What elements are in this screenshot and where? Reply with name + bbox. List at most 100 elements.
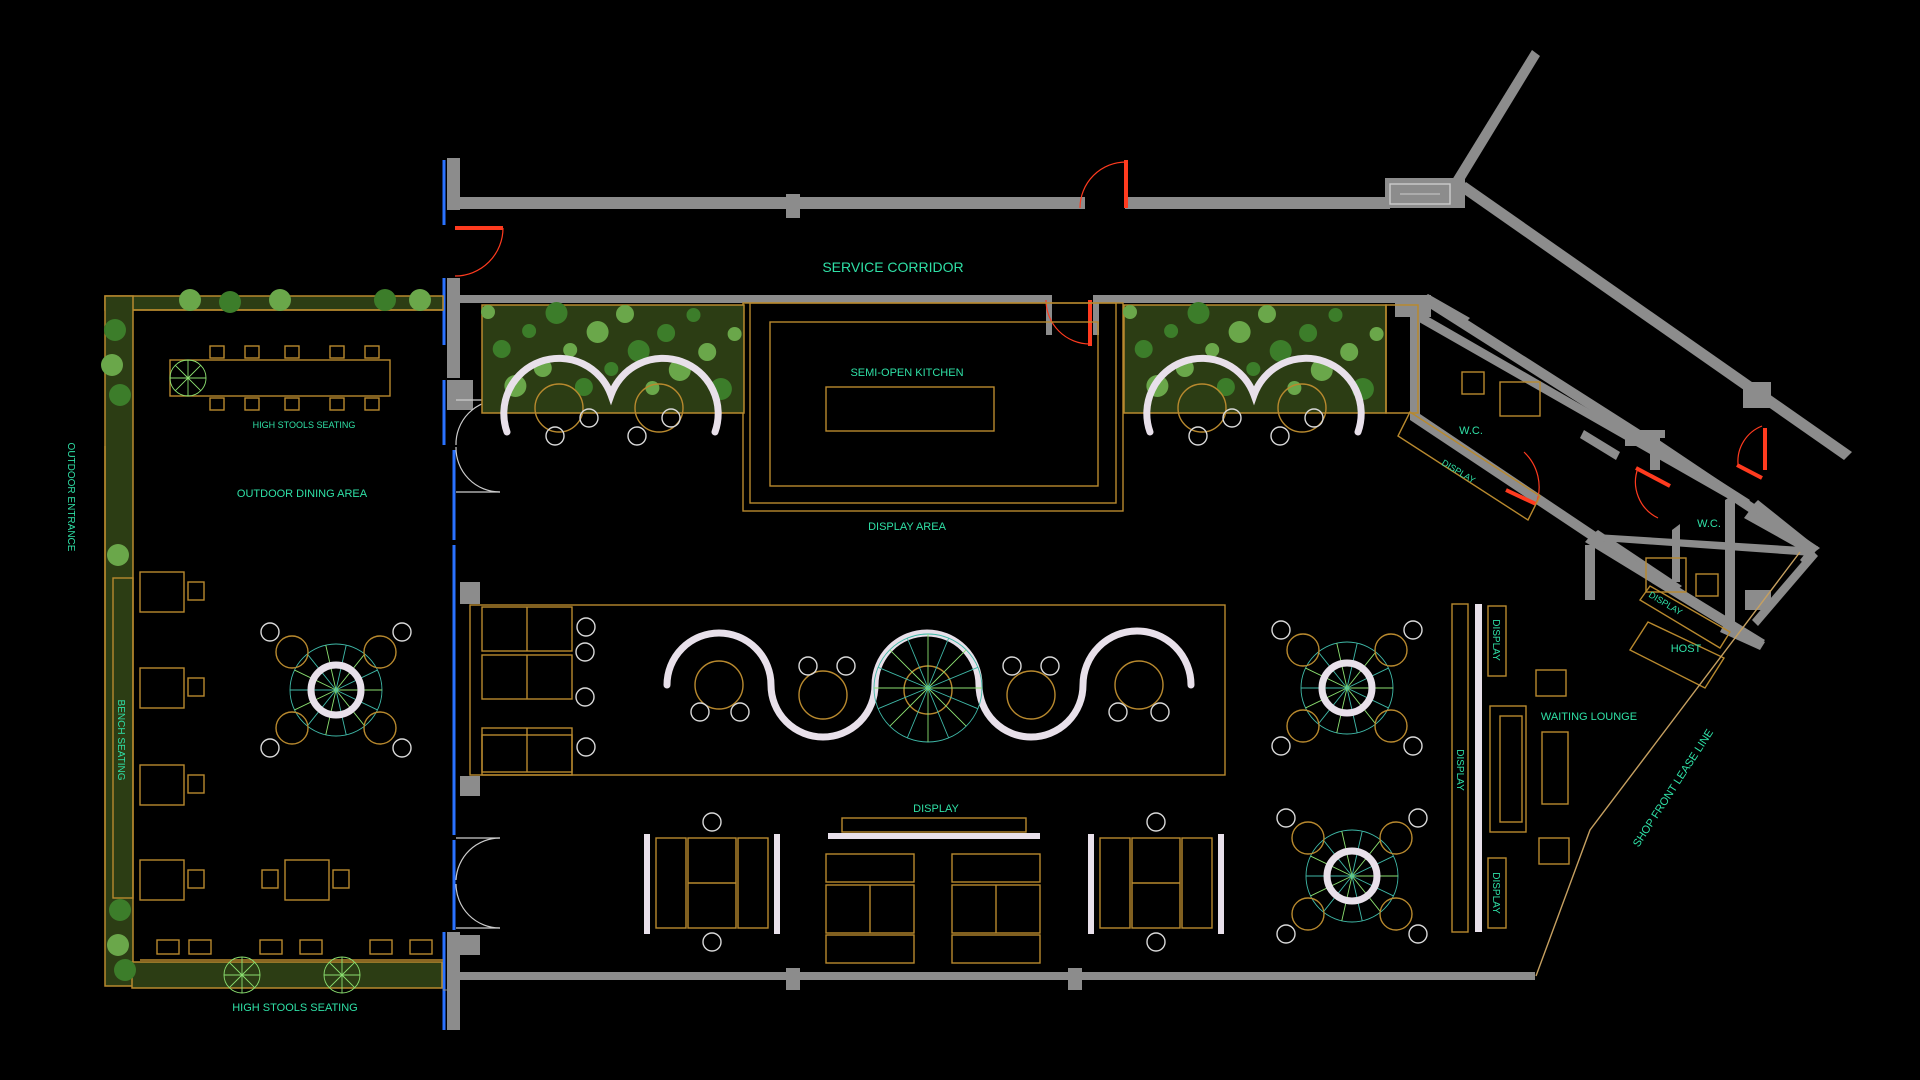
shrub (114, 959, 136, 981)
tree-branch (241, 961, 256, 976)
bench (951, 853, 1041, 883)
chair (1276, 808, 1296, 828)
chair (575, 642, 595, 662)
stool (329, 397, 345, 411)
center-wave-booth (575, 617, 1195, 757)
shrub (1258, 305, 1276, 323)
chair (702, 932, 722, 952)
chair (363, 711, 397, 745)
shrub (1328, 308, 1343, 322)
shrub (1269, 340, 1292, 362)
doors (454, 160, 1767, 929)
label-display-area: DISPLAY AREA (868, 521, 947, 533)
chair (1002, 656, 1022, 676)
chair (545, 426, 565, 446)
chair (1286, 709, 1320, 743)
label-shop-front: SHOP FRONT LEASE LINE (1631, 727, 1716, 849)
bench-table (139, 571, 185, 613)
label-wc-right: W.C. (1697, 518, 1721, 530)
chair (260, 622, 280, 642)
shrub (409, 289, 431, 311)
shrub (109, 899, 131, 921)
chair (1403, 620, 1423, 640)
shrub (563, 343, 578, 357)
chair (1374, 633, 1408, 667)
stool (188, 939, 212, 955)
shrub (1228, 321, 1251, 343)
label-display-v1: DISPLAY (1490, 619, 1501, 661)
shrub (698, 343, 717, 361)
chair (1271, 736, 1291, 756)
tree-branch (174, 377, 189, 392)
curved-booth (500, 354, 722, 436)
shrub (586, 321, 609, 343)
tree-branch (228, 974, 243, 989)
shrub (545, 302, 568, 324)
stool (299, 939, 323, 955)
chair (275, 711, 309, 745)
shrub (1134, 340, 1153, 358)
table (534, 383, 584, 433)
outdoor-area (104, 295, 447, 991)
chair (579, 408, 599, 428)
top-curved-booths (500, 354, 1365, 446)
shrub (1216, 378, 1235, 396)
shrub (104, 319, 126, 341)
label-display-wc: DISPLAY (1440, 458, 1477, 486)
shrub (1246, 362, 1261, 376)
center-dining-zone (469, 604, 1226, 776)
chair (1379, 897, 1413, 931)
stool (244, 397, 260, 411)
ring-seat (1318, 659, 1376, 717)
chair (1271, 620, 1291, 640)
tree-branch (187, 364, 202, 379)
chair (661, 408, 681, 428)
bench-chair (187, 869, 205, 889)
chair (627, 426, 647, 446)
stool (364, 345, 380, 359)
label-bench-seating: BENCH SEATING (115, 700, 126, 781)
display-panels (828, 603, 1507, 933)
bench-chair (261, 869, 279, 889)
shrub (1187, 302, 1210, 324)
booth-back (1088, 834, 1094, 934)
shrub (616, 305, 634, 323)
label-waiting-lounge: WAITING LOUNGE (1541, 711, 1637, 723)
tree-branch (341, 974, 356, 989)
chair (1276, 924, 1296, 944)
shrub (179, 289, 201, 311)
label-semi-open-kitchen: SEMI-OPEN KITCHEN (850, 367, 963, 379)
table (1177, 383, 1227, 433)
tree-branch (877, 666, 929, 689)
tree-branch (341, 961, 356, 976)
shrub (492, 340, 511, 358)
bench (951, 934, 1041, 964)
outdoor-stool-table (169, 345, 391, 411)
shrub (574, 378, 593, 396)
ring-seat (307, 661, 365, 719)
chair (836, 656, 856, 676)
tree-branch (889, 687, 929, 727)
chair (702, 812, 722, 832)
table (798, 670, 848, 720)
wc-fixtures (1389, 183, 1719, 597)
tree-branch (889, 649, 929, 689)
shrub (1299, 324, 1318, 342)
chair (363, 635, 397, 669)
label-display-v3: DISPLAY (1490, 872, 1501, 914)
chair (798, 656, 818, 676)
wave-booth (663, 627, 1195, 741)
shrub (219, 291, 241, 313)
tree-branch (927, 687, 950, 739)
label-wc-left: W.C. (1459, 425, 1483, 437)
chair (690, 702, 710, 722)
stool (364, 397, 380, 411)
shrub (657, 324, 676, 342)
chair (1146, 932, 1166, 952)
semi-open-kitchen (742, 302, 1124, 512)
shrub (374, 289, 396, 311)
chair (275, 635, 309, 669)
chair (1291, 897, 1325, 931)
tree-branch (927, 687, 979, 710)
chair (1040, 656, 1060, 676)
